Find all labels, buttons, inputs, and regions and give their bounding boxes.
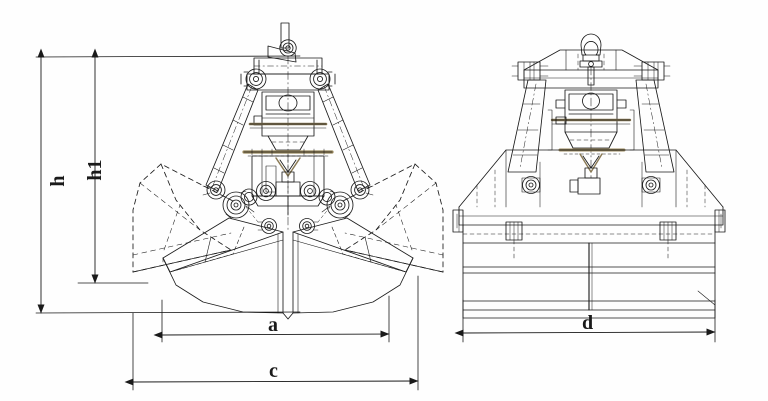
side-bucket-body: [462, 242, 716, 319]
side-tie-bolt-right: [659, 221, 677, 259]
side-hinge-strip: [558, 148, 626, 155]
front-lower-housing: [251, 154, 325, 231]
front-bucket-tip: [282, 312, 294, 320]
dimension-h1: [77, 48, 149, 284]
front-head-sheave-left: [240, 68, 267, 90]
side-roller-boss-right: [641, 176, 661, 194]
side-tie-bolt-left: [505, 221, 523, 259]
dimension-label-c: c: [269, 360, 278, 382]
side-lifting-eye: [579, 33, 603, 179]
front-open-jaw-left: [132, 163, 234, 273]
front-arm-left: [205, 83, 259, 192]
side-leg-left: [507, 79, 547, 173]
side-cylinder-body: [547, 89, 635, 151]
dimension-label-a: a: [268, 314, 278, 336]
dimension-h: [35, 48, 301, 314]
front-bucket-shell-left: [162, 217, 284, 314]
side-flange-band: [452, 209, 726, 244]
front-head-sheave-right: [309, 68, 336, 90]
dimension-label-d: d: [582, 312, 594, 334]
dimension-c: [124, 275, 419, 391]
side-roller-boss-left: [521, 176, 541, 194]
dimension-a: [153, 295, 390, 343]
front-joint-right: [318, 180, 374, 220]
side-bracket-right: [633, 61, 671, 81]
side-bracket-left: [511, 61, 549, 81]
dimension-label-h1: h1: [84, 159, 106, 181]
side-elevation-view: [452, 33, 726, 319]
front-pivot-sheaves: [251, 181, 325, 216]
side-leg-right: [635, 79, 675, 173]
front-open-jaw-right: [342, 163, 444, 273]
side-top-frame: [523, 49, 659, 89]
side-drop-tube: [569, 153, 603, 195]
front-bucket-shell-right: [292, 217, 414, 314]
dimension-label-h: h: [47, 175, 69, 187]
front-elevation-view: [132, 22, 444, 320]
front-open-jaw-edges: [132, 249, 444, 273]
front-cylinder-body: [248, 91, 328, 151]
front-joint-left: [202, 180, 258, 220]
front-arm-right: [317, 83, 371, 192]
